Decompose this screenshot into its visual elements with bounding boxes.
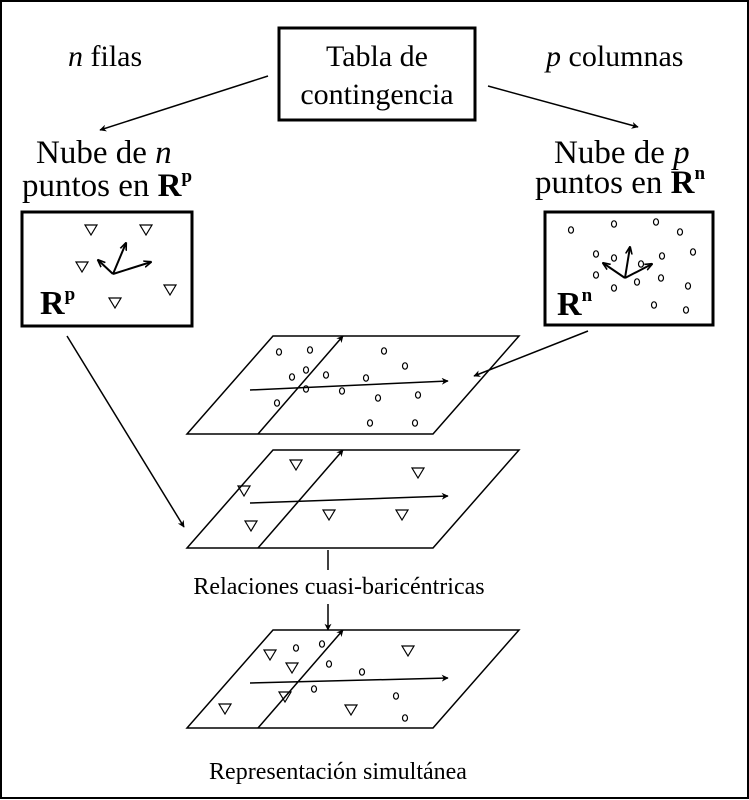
- axes-icon: [98, 243, 151, 275]
- caption-quasi-barycentric: Relaciones cuasi-baricéntricas: [193, 574, 484, 600]
- triangle-markers: [74, 224, 178, 310]
- right-cloud-title-line1: Nube de p: [554, 135, 690, 171]
- contingency-table-box: [277, 26, 477, 122]
- right-cloud-title-line2: puntos en Rn: [535, 163, 706, 201]
- columns-label: p columnas: [544, 40, 683, 73]
- circle-markers: [292, 640, 409, 722]
- triangle-markers: [236, 459, 426, 533]
- axes-icon: [603, 247, 652, 279]
- column-projection-plane: [185, 335, 521, 435]
- left-cloud-box: Rp: [20, 210, 194, 328]
- caption-simultaneous-representation: Representación simultánea: [209, 759, 467, 785]
- rows-label: n filas: [68, 40, 142, 73]
- right-box-space-label: Rn: [557, 285, 593, 323]
- row-projection-plane: [185, 449, 521, 549]
- circle-markers: [567, 218, 697, 314]
- arrow-to-left-cloud: [99, 75, 269, 132]
- title-line1: Tabla de: [326, 40, 428, 73]
- circle-markers: [273, 346, 422, 427]
- right-cloud-box: Rn: [543, 210, 715, 327]
- arrow-to-column-plane: [473, 330, 589, 377]
- arrow-to-right-cloud: [487, 85, 639, 129]
- arrow-to-row-plane: [66, 335, 185, 528]
- left-cloud-title-line2: puntos en Rp: [22, 166, 192, 204]
- simultaneous-representation-plane: [185, 629, 521, 729]
- left-cloud-title-line1: Nube de n: [36, 135, 172, 171]
- title-line2: contingencia: [300, 78, 453, 111]
- triangle-markers: [217, 645, 416, 717]
- left-box-space-label: Rp: [40, 284, 75, 322]
